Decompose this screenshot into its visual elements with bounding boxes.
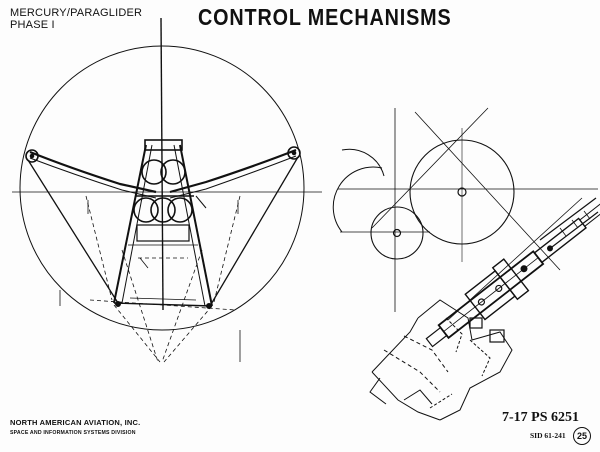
leading-edge-arms bbox=[29, 148, 297, 199]
idler-pulley-circle bbox=[370, 206, 424, 260]
control-drums bbox=[133, 159, 194, 223]
project-label: MERCURY/PARAGLIDER PHASE I bbox=[10, 7, 142, 31]
division-name: SPACE AND INFORMATION SYSTEMS DIVISION bbox=[10, 430, 136, 436]
manufacturer-block: NORTH AMERICAN AVIATION, INC. SPACE AND … bbox=[10, 418, 140, 436]
project-phase: PHASE I bbox=[10, 19, 55, 31]
left-control-cable bbox=[27, 159, 119, 304]
page-title: CONTROL MECHANISMS bbox=[198, 4, 452, 30]
project-name: MERCURY/PARAGLIDER bbox=[10, 7, 143, 19]
right-tip-pulley bbox=[287, 146, 301, 160]
lower-frame bbox=[136, 224, 190, 242]
page-number-badge: 25 bbox=[573, 427, 591, 445]
left-tip-pulley bbox=[25, 149, 39, 163]
company-name: NORTH AMERICAN AVIATION, INC. bbox=[10, 418, 141, 427]
mechanism-detail-view bbox=[332, 107, 600, 421]
drawing-reference: 7-17 PS 6251 bbox=[502, 410, 579, 425]
capsule-section bbox=[369, 299, 513, 421]
actuator-assembly bbox=[425, 198, 600, 348]
phantom-cables bbox=[85, 195, 241, 363]
sid-number: SID 61-241 bbox=[530, 431, 566, 440]
sweep-circle bbox=[19, 45, 305, 331]
bottom-cross-member bbox=[113, 302, 213, 307]
main-pulley-circle bbox=[409, 139, 515, 245]
front-view bbox=[12, 17, 322, 363]
left-arc bbox=[332, 166, 383, 233]
guide-tube bbox=[539, 197, 599, 251]
control-housing-top bbox=[144, 139, 183, 151]
right-control-cable bbox=[209, 156, 299, 307]
